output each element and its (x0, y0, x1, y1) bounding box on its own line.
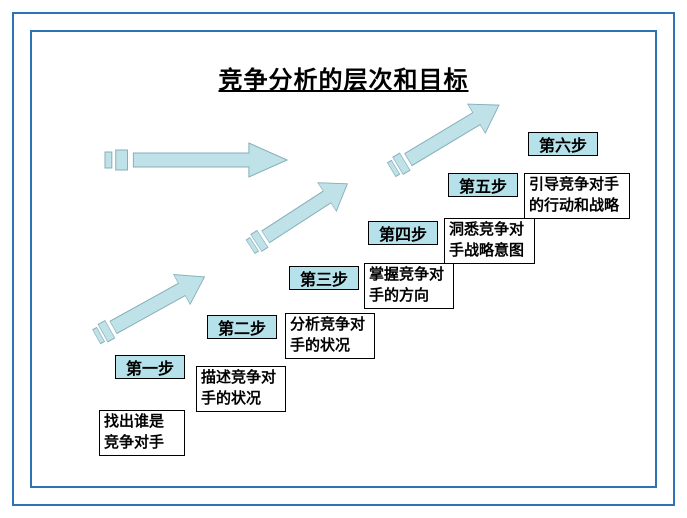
step-6-description-line2: 的行动和战略 (529, 198, 620, 215)
step-6-label: 第六步 (528, 132, 598, 156)
flow-arrow-lower-icon (86, 258, 216, 354)
step-5-description-line2: 手战略意图 (449, 243, 525, 260)
flow-arrow-middle-icon (239, 166, 360, 264)
inner-border-frame (30, 30, 657, 488)
flow-arrow-horizontal-icon (104, 140, 290, 180)
step-1-description-line1: 找出谁是 (104, 414, 165, 430)
step-3-description: 分析竞争对 手的状况 (285, 313, 375, 359)
step-4-description-line2: 手的方向 (369, 288, 430, 305)
step-1-description-line2: 竞争对手 (104, 435, 165, 452)
step-5-description-line1: 洞悉竞争对 (449, 222, 525, 238)
step-2-description-line1: 描述竞争对 (201, 370, 277, 386)
step-1-label: 第一步 (115, 355, 185, 379)
step-3-label: 第三步 (289, 266, 359, 290)
step-5-description: 洞悉竞争对 手战略意图 (444, 218, 535, 264)
step-4-description-line1: 掌握竞争对 (369, 267, 445, 283)
step-2-description-line2: 手的状况 (201, 391, 262, 408)
step-2-label: 第二步 (207, 315, 277, 339)
flow-arrow-top-icon (381, 87, 511, 187)
step-3-description-line1: 分析竞争对 (290, 317, 366, 333)
step-2-description: 描述竞争对 手的状况 (196, 366, 286, 412)
step-4-label: 第四步 (368, 221, 438, 245)
page-title: 竞争分析的层次和目标 (218, 68, 469, 94)
step-6-description: 引导竞争对手 的行动和战略 (524, 173, 630, 219)
step-1-description: 找出谁是 竞争对手 (99, 410, 185, 456)
step-4-description: 掌握竞争对 手的方向 (364, 263, 454, 309)
outer-border-frame (12, 12, 675, 506)
step-3-description-line2: 手的状况 (290, 338, 351, 355)
step-6-description-line1: 引导竞争对手 (529, 177, 620, 193)
step-5-label: 第五步 (448, 173, 518, 197)
